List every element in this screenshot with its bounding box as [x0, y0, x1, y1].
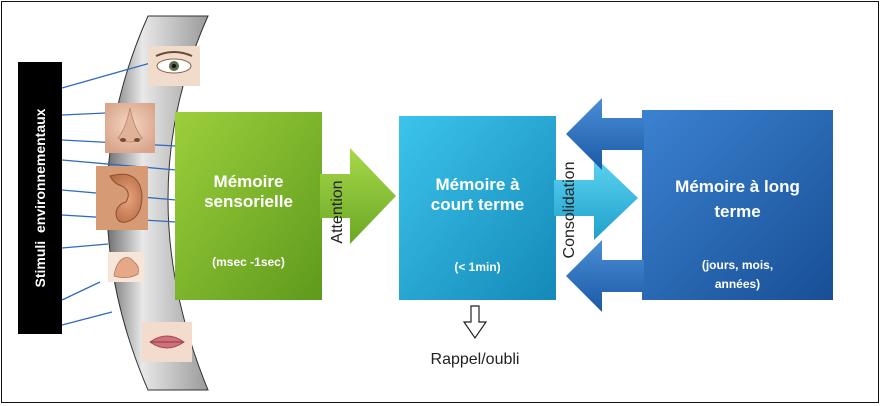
- consolidation-label: Consolidation: [561, 161, 578, 259]
- attention-label: Attention: [329, 180, 346, 244]
- stimuli-label: Stimuli environnementaux: [32, 108, 48, 288]
- long-term-memory-box: [642, 110, 833, 300]
- long-term-memory-title-line1: Mémoire à long: [675, 177, 800, 196]
- long-term-memory-title: Mémoire à long terme: [642, 175, 833, 224]
- long-term-memory-duration-line1: (jours, mois,: [701, 258, 774, 272]
- ear-icon: [96, 166, 148, 230]
- recall-label: Rappel/oubli: [430, 351, 520, 368]
- eye-icon: [148, 46, 200, 86]
- short-term-memory-box: [399, 116, 556, 300]
- short-term-memory-title-line2: court terme: [430, 195, 525, 215]
- short-term-memory-title-line1: Mémoire à: [435, 175, 520, 194]
- nose-icon: [105, 103, 155, 153]
- long-term-memory-duration-line2: années): [714, 277, 761, 292]
- consolidation-arrow: [554, 156, 638, 240]
- hand-icon: [108, 252, 144, 282]
- short-term-memory-duration: (< 1min): [454, 260, 501, 274]
- retrieval-arrow-bottom: [566, 240, 644, 312]
- mouth-icon: [142, 322, 192, 362]
- sensory-memory-box: [175, 112, 322, 300]
- sensory-memory-title-line2: sensorielle: [204, 192, 293, 212]
- retrieval-arrow-top: [566, 98, 644, 170]
- stimuli-bar: [18, 62, 62, 334]
- attention-arrow: [320, 148, 396, 244]
- sensory-memory-duration: (msec -1sec): [212, 255, 285, 269]
- sensory-memory-title: Mémoire sensorielle: [175, 172, 322, 213]
- long-term-memory-title-line2: terme: [714, 201, 761, 221]
- long-term-memory-duration: (jours, mois, années): [642, 256, 833, 294]
- sensory-memory-title-line1: Mémoire: [213, 172, 284, 191]
- short-term-memory-title: Mémoire à court terme: [399, 175, 556, 216]
- recall-arrow: [462, 305, 488, 340]
